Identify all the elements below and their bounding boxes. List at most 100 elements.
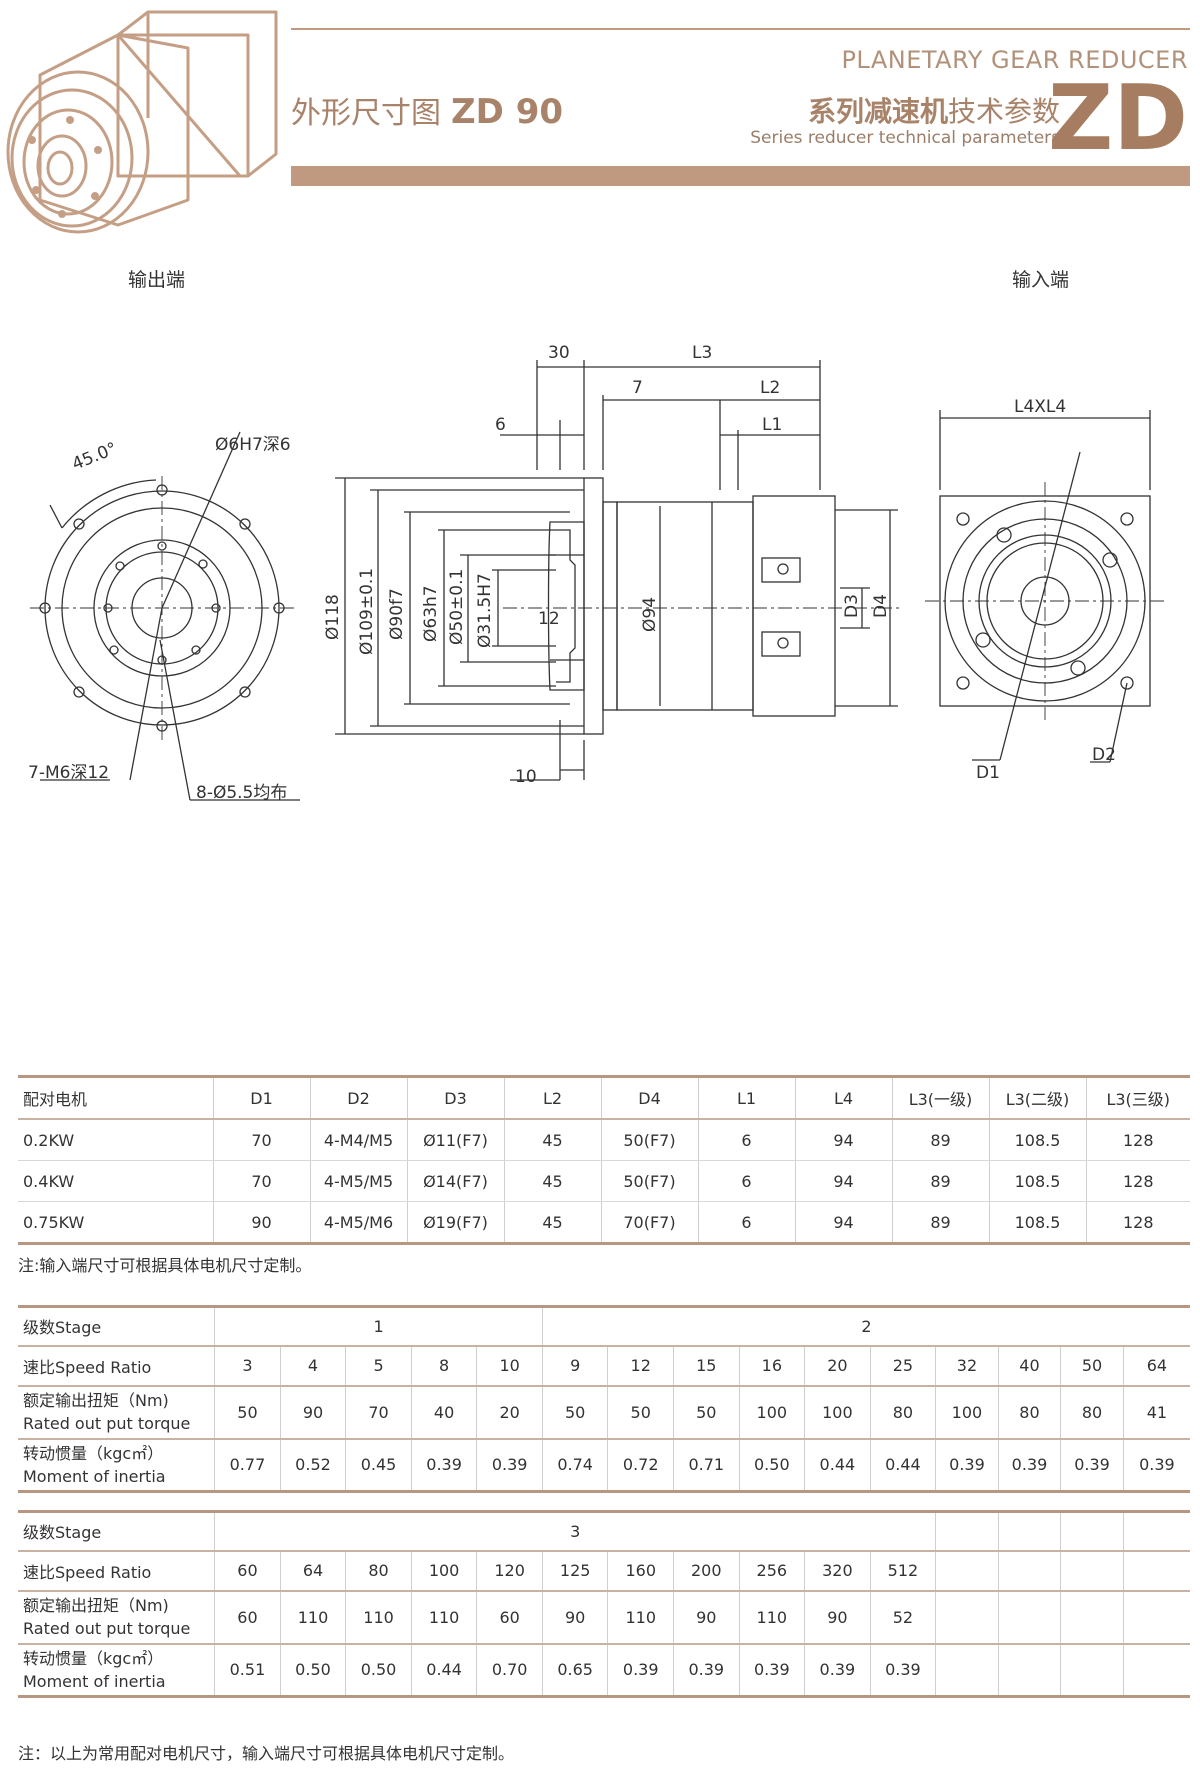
inertia-label-en: Moment of inertia xyxy=(23,1671,166,1691)
torque-cell: 80 xyxy=(1060,1385,1124,1440)
header-cell: L1 xyxy=(698,1076,796,1120)
header-cell: L2 xyxy=(504,1076,602,1120)
torque-label-cn: 额定输出扭矩（Nm) xyxy=(23,1596,169,1615)
torque-cell: 90 xyxy=(804,1590,871,1645)
dim-L2: L2 xyxy=(760,378,780,398)
ratio-cell: 200 xyxy=(673,1550,740,1592)
empty-cell xyxy=(998,1590,1062,1645)
dimension-drawing: 45.0° Ø6H7深6 7-M6深12 8-Ø5.5均布 30 L3 7 L2… xyxy=(28,343,1165,803)
table-cell: 50(F7) xyxy=(601,1119,699,1161)
table-cell: 108.5 xyxy=(989,1160,1087,1202)
inertia-cell: 0.44 xyxy=(804,1438,871,1493)
empty-cell xyxy=(998,1511,1062,1552)
torque-cell: 100 xyxy=(804,1385,871,1440)
inertia-cell: 0.39 xyxy=(804,1643,871,1698)
table-cell: 45 xyxy=(504,1160,602,1202)
ratio-cell: 5 xyxy=(345,1345,412,1387)
inertia-cell: 0.39 xyxy=(1060,1438,1124,1493)
table-cell: 94 xyxy=(795,1160,893,1202)
table-cell: 128 xyxy=(1086,1160,1190,1202)
dim-10: 10 xyxy=(515,767,537,787)
dim-phi109: Ø109±0.1 xyxy=(357,568,377,655)
empty-cell xyxy=(1060,1550,1124,1592)
dim-L1: L1 xyxy=(762,415,782,435)
table-cell: 50(F7) xyxy=(601,1160,699,1202)
header-cell: D4 xyxy=(601,1076,699,1120)
ratio-cell: 64 xyxy=(280,1550,347,1592)
ratio-cell: 256 xyxy=(739,1550,806,1592)
table-cell: 108.5 xyxy=(989,1119,1087,1161)
empty-cell xyxy=(1123,1550,1190,1592)
inertia-cell: 0.39 xyxy=(476,1438,543,1493)
ratio-cell: 40 xyxy=(998,1345,1062,1387)
torque-cell: 90 xyxy=(542,1590,609,1645)
torque-cell: 70 xyxy=(345,1385,412,1440)
table-cell: 94 xyxy=(795,1201,893,1244)
empty-cell xyxy=(935,1643,999,1698)
empty-cell xyxy=(1060,1643,1124,1698)
table-cell: 0.2KW xyxy=(18,1119,214,1161)
torque-cell: 52 xyxy=(870,1590,937,1645)
inertia-label: 转动惯量（kgc㎡）Moment of inertia xyxy=(18,1438,216,1493)
empty-cell xyxy=(1123,1511,1190,1552)
ratio-cell: 120 xyxy=(476,1550,543,1592)
dim-phi63: Ø63h7 xyxy=(421,585,441,642)
dim-holes-55: 8-Ø5.5均布 xyxy=(196,783,287,803)
brand-english: PLANETARY GEAR REDUCER xyxy=(841,46,1188,74)
dim-phi118: Ø118 xyxy=(323,594,343,640)
torque-cell: 50 xyxy=(214,1385,281,1440)
inertia-cell: 0.39 xyxy=(607,1643,674,1698)
inertia-cell: 0.39 xyxy=(739,1643,806,1698)
header-cell: L3(三级) xyxy=(1086,1076,1190,1120)
torque-cell: 80 xyxy=(870,1385,937,1440)
ratio-cell: 125 xyxy=(542,1550,609,1592)
ratio-cell: 3 xyxy=(214,1345,281,1387)
header-cell: L3(二级) xyxy=(989,1076,1087,1120)
dim-thread-m6: 7-M6深12 xyxy=(28,763,109,783)
table-cell: 89 xyxy=(892,1160,990,1202)
dim-6: 6 xyxy=(495,415,506,435)
dim-hole-6h7: Ø6H7深6 xyxy=(215,435,291,455)
empty-cell xyxy=(1123,1643,1190,1698)
torque-cell: 110 xyxy=(280,1590,347,1645)
table-cell: Ø14(F7) xyxy=(407,1160,505,1202)
torque-cell: 100 xyxy=(935,1385,999,1440)
table-cell: Ø11(F7) xyxy=(407,1119,505,1161)
torque-cell: 80 xyxy=(998,1385,1062,1440)
header-cell: L4 xyxy=(795,1076,893,1120)
inertia-cell: 0.39 xyxy=(998,1438,1062,1493)
motor-dimension-table: 配对电机 D1 D2 D3 L2 D4 L1 L4 L3(一级) L3(二级) … xyxy=(18,1075,1190,1245)
stage-value-1: 1 xyxy=(214,1306,543,1347)
inertia-cell: 0.44 xyxy=(870,1438,937,1493)
ratio-cell: 320 xyxy=(804,1550,871,1592)
torque-cell: 40 xyxy=(411,1385,478,1440)
motor-table-header: 配对电机 D1 D2 D3 L2 D4 L1 L4 L3(一级) L3(二级) … xyxy=(18,1076,1190,1120)
table-cell: 0.75KW xyxy=(18,1201,214,1244)
footer-note: 注：以上为常用配对电机尺寸，输入端尺寸可根据具体电机尺寸定制。 xyxy=(18,1744,515,1763)
dim-L3: L3 xyxy=(692,343,712,363)
ratio-cell: 10 xyxy=(476,1345,543,1387)
ratio-cell: 8 xyxy=(411,1345,478,1387)
header-cell: D2 xyxy=(310,1076,408,1120)
ratio-cell: 12 xyxy=(607,1345,674,1387)
inertia-cell: 0.50 xyxy=(345,1643,412,1698)
inertia-cell: 0.50 xyxy=(739,1438,806,1493)
torque-cell: 50 xyxy=(673,1385,740,1440)
table-cell: 128 xyxy=(1086,1119,1190,1161)
ratio-cell: 50 xyxy=(1060,1345,1124,1387)
ratio-cell: 16 xyxy=(739,1345,806,1387)
inertia-cell: 0.52 xyxy=(280,1438,347,1493)
gearbox-illustration xyxy=(6,10,278,234)
ratio-label: 速比Speed Ratio xyxy=(18,1345,216,1387)
dim-L4XL4: L4XL4 xyxy=(1014,397,1066,417)
torque-cell: 110 xyxy=(739,1590,806,1645)
series-code: ZD xyxy=(1048,66,1188,171)
torque-label-en: Rated out put torque xyxy=(23,1619,191,1638)
torque-row: 额定输出扭矩（Nm)Rated out put torque 50 90 70 … xyxy=(18,1385,1190,1440)
table-cell: 90 xyxy=(213,1201,311,1244)
stage-table-1: 级数Stage 1 2 速比Speed Ratio 3 4 5 8 10 9 1… xyxy=(18,1305,1190,1493)
table-row: 0.2KW 70 4-M4/M5 Ø11(F7) 45 50(F7) 6 94 … xyxy=(18,1119,1190,1161)
input-end-label: 输入端 xyxy=(1012,269,1070,291)
inertia-label-cn: 转动惯量（kgc㎡） xyxy=(23,1648,164,1668)
dim-phi31: Ø31.5H7 xyxy=(475,573,495,648)
